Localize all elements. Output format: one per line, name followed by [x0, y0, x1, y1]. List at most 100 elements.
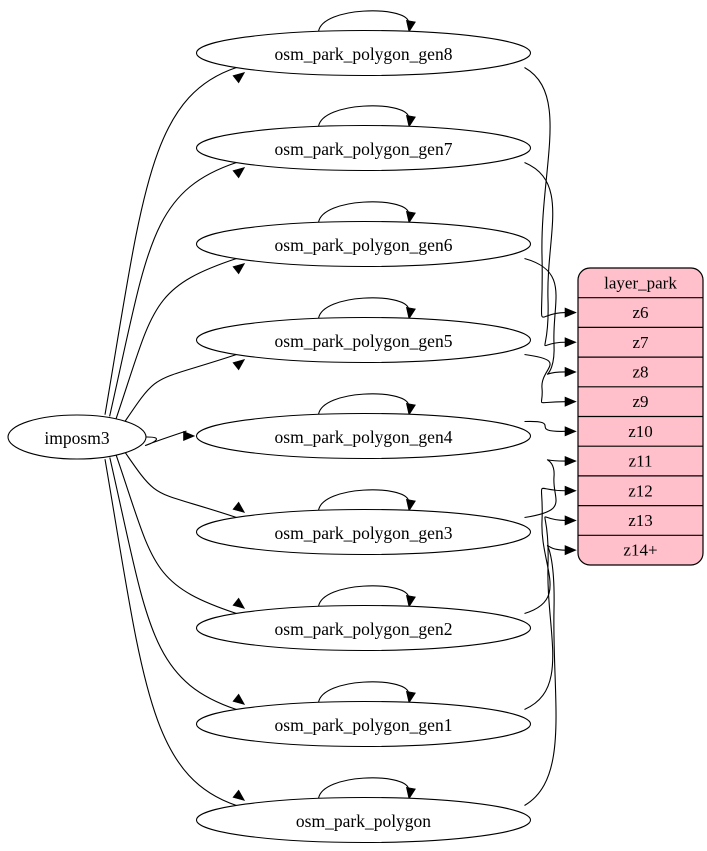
- base-ellipse[interactable]: [195, 796, 532, 844]
- self-loop-arrow-gen5: [405, 306, 416, 320]
- edge-group-self-loops: [317, 10, 416, 800]
- node-gen7[interactable]: osm_park_polygon_gen7: [195, 124, 532, 172]
- gen8-ellipse[interactable]: [195, 29, 532, 77]
- node-group-process-nodes: osm_park_polygon_gen8 osm_park_polygon_ge…: [195, 29, 532, 844]
- layer-park-table-dividers: [578, 297, 703, 536]
- edge-arrow-gen1-to-z13: [564, 515, 577, 526]
- edge-imposm3-to-gen7: [109, 161, 237, 417]
- node-gen4[interactable]: osm_park_polygon_gen4: [195, 412, 532, 460]
- node-gen1[interactable]: osm_park_polygon_gen1: [195, 700, 532, 748]
- edge-imposm3-to-gen1: [109, 457, 237, 711]
- edge-base-to-z14+: [524, 544, 566, 806]
- node-gen2[interactable]: osm_park_polygon_gen2: [195, 604, 532, 652]
- gen2-label: osm_park_polygon_gen2: [275, 619, 453, 639]
- edge-imposm3-to-gen4: [145, 430, 187, 447]
- gen3-ellipse[interactable]: [195, 508, 532, 556]
- table-row-z12: z12: [628, 481, 653, 500]
- edge-imposm3-to-base: [104, 459, 237, 807]
- edge-imposm3-to-gen5: [121, 353, 237, 426]
- edge-group-to-table: [524, 67, 577, 806]
- self-loop-gen2: [317, 585, 410, 607]
- table-row-z9: z9: [632, 392, 648, 411]
- edge-arrow-imposm3-to-gen7: [232, 167, 246, 179]
- self-loop-arrow-base: [405, 786, 416, 800]
- edge-imposm3-to-gen2: [115, 454, 237, 615]
- edge-imposm3-to-gen3: [122, 448, 237, 519]
- edge-arrow-imposm3-to-gen2: [232, 597, 246, 609]
- gen8-label: osm_park_polygon_gen8: [275, 44, 453, 64]
- edge-gen6-to-z8: [524, 257, 566, 375]
- edge-arrow-imposm3-to-gen1: [232, 693, 246, 705]
- edge-gen2-to-z12: [524, 487, 566, 615]
- node-gen3[interactable]: osm_park_polygon_gen3: [195, 508, 532, 556]
- imposm3-label: imposm3: [44, 428, 109, 448]
- gen1-ellipse[interactable]: [195, 700, 532, 748]
- gen6-label: osm_park_polygon_gen6: [275, 235, 453, 255]
- table-row-z6: z6: [632, 303, 648, 322]
- self-loop-arrow-gen6: [405, 210, 416, 224]
- table-row-z10: z10: [628, 422, 653, 441]
- edge-arrow-gen5-to-z9: [564, 396, 577, 407]
- edge-arrow-gen8-to-z6: [564, 307, 577, 318]
- self-loop-base: [317, 777, 410, 799]
- table-row-z7: z7: [632, 333, 649, 352]
- imposm3-ellipse[interactable]: [7, 414, 147, 460]
- edge-gen7-to-z7: [524, 161, 566, 347]
- gen4-label: osm_park_polygon_gen4: [275, 427, 453, 447]
- gen6-ellipse[interactable]: [195, 220, 532, 268]
- edge-gen1-to-z13: [524, 516, 566, 711]
- node-gen6[interactable]: osm_park_polygon_gen6: [195, 220, 532, 268]
- self-loop-gen3: [317, 489, 410, 511]
- gen7-label: osm_park_polygon_gen7: [275, 139, 453, 159]
- self-loop-gen8: [317, 10, 410, 32]
- edge-arrow-gen4-to-z10: [564, 426, 577, 437]
- base-label: osm_park_polygon: [296, 811, 431, 831]
- table-row-z14+: z14+: [623, 541, 657, 560]
- edge-arrow-gen7-to-z7: [564, 337, 577, 348]
- edge-imposm3-to-gen8: [104, 66, 237, 415]
- edge-gen5-to-z9: [524, 353, 566, 404]
- gen1-label: osm_park_polygon_gen1: [275, 715, 453, 735]
- self-loop-arrow-gen8: [405, 19, 416, 33]
- table-row-z8: z8: [632, 362, 648, 381]
- node-base[interactable]: osm_park_polygon: [195, 796, 532, 844]
- self-loop-gen7: [317, 105, 410, 127]
- self-loop-arrow-gen3: [405, 498, 416, 512]
- table-row-z13: z13: [628, 511, 653, 530]
- gen2-ellipse[interactable]: [195, 604, 532, 652]
- table-row-z11: z11: [629, 452, 653, 471]
- edge-arrow-gen3-to-z11: [564, 455, 577, 467]
- edge-arrow-imposm3-to-gen3: [232, 501, 246, 513]
- gen5-ellipse[interactable]: [195, 316, 532, 364]
- edge-arrow-imposm3-to-base: [232, 789, 246, 801]
- edge-arrow-imposm3-to-gen5: [232, 359, 246, 371]
- gen5-label: osm_park_polygon_gen5: [275, 331, 453, 351]
- layer-park-table[interactable]: layer_park z6 z7 z8 z9 z10 z11 z12 z13 z14+: [577, 267, 704, 566]
- self-loop-arrow-gen7: [405, 114, 416, 128]
- node-gen5[interactable]: osm_park_polygon_gen5: [195, 316, 532, 364]
- self-loop-gen5: [317, 297, 410, 319]
- self-loop-gen1: [317, 681, 410, 703]
- gen7-ellipse[interactable]: [195, 124, 532, 172]
- edge-arrow-imposm3-to-gen6: [232, 263, 246, 275]
- edge-arrow-gen6-to-z8: [564, 366, 577, 378]
- node-imposm3[interactable]: imposm3: [7, 414, 147, 460]
- edge-group-source-fanout: [104, 66, 246, 807]
- self-loop-arrow-gen4: [405, 402, 416, 416]
- node-gen8[interactable]: osm_park_polygon_gen8: [195, 29, 532, 77]
- self-loop-gen4: [317, 393, 410, 415]
- edge-arrow-imposm3-to-gen4: [183, 430, 196, 442]
- self-loop-gen6: [317, 201, 410, 223]
- edge-gen3-to-z11: [524, 459, 566, 519]
- edge-gen8-to-z6: [524, 67, 566, 318]
- edge-arrow-base-to-z14+: [564, 545, 577, 556]
- gen4-ellipse[interactable]: [195, 412, 532, 460]
- gen3-label: osm_park_polygon_gen3: [275, 523, 453, 543]
- layer-park-header-label: layer_park: [604, 273, 677, 292]
- edge-arrow-gen2-to-z12: [564, 485, 577, 496]
- edge-arrow-imposm3-to-gen8: [232, 72, 246, 84]
- edge-gen4-to-z10: [524, 420, 566, 432]
- self-loop-arrow-gen1: [405, 690, 416, 704]
